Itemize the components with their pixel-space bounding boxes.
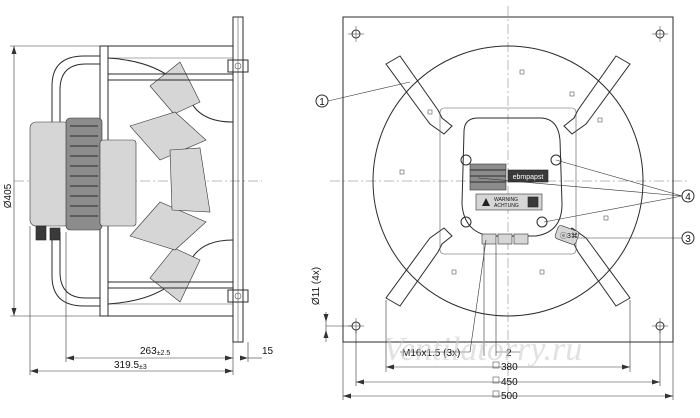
motor-rotor-side [65,117,103,231]
warning-label-1: WARNING [494,197,518,203]
motor-electronics-housing [29,121,71,227]
dim-2: 2 [506,348,512,359]
hole-label: Ø11 (4x) [311,267,322,305]
electronics-module: ebmpapst WARNING ACHTUNG [460,117,563,245]
connector-plug-text: ⓔ3⌘ [560,232,578,240]
mounting-plate-front [342,16,674,343]
callout-4: 4 [685,192,691,203]
inlet-circle [372,45,644,317]
dim-263: 263±2.5 [140,346,170,357]
connector-plug [554,225,580,245]
cooling-fins [70,125,98,217]
warning-label-2: ACHTUNG [494,203,519,209]
side-view: Ø405 263±2.5 15 319.5±3 [3,16,274,375]
callout-3: 3 [685,234,691,245]
thread-label: M16x1.5 (3x) [402,348,460,359]
blade-markers [399,69,609,275]
diameter-label: Ø405 [3,183,14,208]
dim-500: 500 [501,391,518,402]
cable-gland-3 [513,233,529,245]
cable-gland-1 [481,233,497,245]
cable-gland-2 [497,233,513,245]
watermark: Ventilatorry.ru [383,331,582,368]
dim-380: 380 [501,362,518,373]
callout-1: 1 [319,97,325,108]
dim-450: 450 [501,377,518,388]
dim-15: 15 [262,346,274,357]
dim-319-5: 319.5±3 [114,360,147,371]
nameplate-brand: ebmpapst [513,174,544,181]
front-view: ebmpapst WARNING ACHTUNG ⓔ3⌘ [311,6,695,402]
